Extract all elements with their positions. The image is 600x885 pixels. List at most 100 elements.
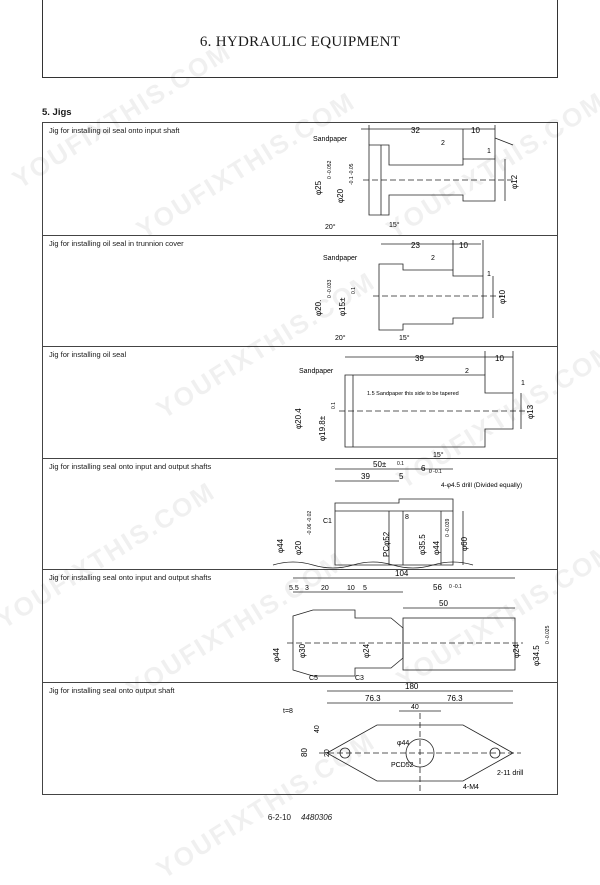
jig-row-6: Jig for installing seal onto output shaf… [43, 683, 557, 795]
dim-6: 6 [421, 464, 426, 473]
dim-40: 40 [411, 704, 419, 711]
dim-two: 2 [441, 140, 445, 147]
dim-s3: 20 [321, 585, 329, 592]
dim-5: 5 [399, 472, 404, 481]
dim-dia20-tol: -0.06 -0.02 [307, 511, 313, 535]
dim-dia35: φ35.5 [418, 534, 427, 555]
jig-label: Jig for installing oil seal in trunnion … [49, 239, 184, 248]
dim-s6: 56 [433, 583, 442, 592]
dim-two: 2 [431, 255, 435, 262]
jig-row-5: Jig for installing seal onto input and o… [43, 570, 557, 683]
dim-dia-big-tol: 0 -0.052 [327, 160, 333, 179]
dim-8: 8 [405, 514, 409, 521]
dim-6-tol: 0 -0.1 [429, 469, 442, 475]
dim-angle1: 20° [335, 334, 346, 342]
dim-dia-mid-tol: 0.1 [351, 287, 357, 294]
page-title: 6. HYDRAULIC EQUIPMENT [199, 34, 401, 50]
dim-80: 80 [300, 748, 309, 757]
dim-dia-mid: φ15± [338, 297, 347, 316]
dim-dia44: φ44 [276, 538, 285, 553]
dim-angle1: 20° [325, 223, 336, 231]
jig-label: Jig for installing oil seal onto input s… [49, 126, 180, 135]
dim-dia-small: φ10 [498, 289, 507, 304]
holes-note: 4-φ4.5 drill (Divided equally) [441, 482, 522, 489]
dim-dia-mid: φ19.8± [318, 415, 327, 441]
dim-dia-big: φ25 [314, 180, 323, 195]
dim-dia-small: φ13 [526, 404, 535, 419]
chamfer-c5: C5 [309, 675, 318, 682]
dim-step: 10 [471, 126, 480, 135]
dim-two: 2 [465, 368, 469, 375]
dim-dia44b: φ44 [432, 540, 441, 555]
dim-dia-small: φ12 [510, 174, 519, 189]
dim-one: 1 [521, 380, 525, 387]
dim-dia-big: φ20. [314, 300, 323, 316]
dim-length: 23 [411, 241, 420, 250]
jig-row-2: Jig for installing oil seal in trunnion … [43, 236, 557, 347]
dim-dia-big: φ20.4 [294, 408, 303, 429]
jigs-table: Jig for installing oil seal onto input s… [42, 122, 558, 795]
dim-step: 10 [459, 241, 468, 250]
dim-76a: 76.3 [365, 694, 381, 703]
thickness: t=8 [283, 708, 293, 715]
jig-drawing-2: 23 10 2 1 Sandpaper φ20. 0 -0.033 φ15± 0… [314, 240, 507, 342]
dim-total: 180 [405, 683, 419, 691]
dim-total: 104 [395, 570, 409, 578]
dim-dia44: φ44 [397, 740, 409, 747]
dim-dia24b: φ24 [512, 643, 521, 658]
dim-dia44b-tol: 0 -0.039 [445, 518, 451, 537]
dim-s4: 10 [347, 585, 355, 592]
jig-drawing-4: 50± 0.1 39 5 6 0 -0.1 4-φ4.5 drill (Divi… [272, 460, 522, 569]
dim-dia44: φ44 [272, 647, 281, 662]
dim-40v: 40 [314, 725, 321, 733]
dim-angle2: 15° [433, 451, 444, 459]
dim-dia-big-tol: 0 -0.033 [327, 279, 333, 298]
jig-drawing-3: 39 10 2 1 Sandpaper 1.5 Sandpaper this s… [294, 351, 535, 459]
sandpaper-label: Sandpaper [299, 368, 334, 375]
dim-s2: 3 [305, 585, 309, 592]
dim-one: 1 [487, 271, 491, 278]
dim-pc52: PCφ52 [382, 531, 391, 557]
jig-label: Jig for installing oil seal [49, 350, 127, 359]
dim-step: 10 [495, 354, 504, 363]
dim-total: 50± [373, 460, 387, 469]
section-title: 5. Jigs [42, 107, 72, 118]
dim-angle2: 15° [399, 334, 410, 342]
dim-20: 20 [324, 749, 331, 757]
dim-length: 39 [415, 354, 424, 363]
jig-drawing-1: 32 10 2 1 Sandpaper φ25 0 -0.052 φ20 -0.… [313, 125, 519, 231]
dim-s5: 5 [363, 585, 367, 592]
jig-row-1: Jig for installing oil seal onto input s… [43, 123, 557, 236]
dim-76b: 76.3 [447, 694, 463, 703]
dim-one: 1 [487, 148, 491, 155]
dim-s1: 5.5 [289, 585, 299, 592]
jig-label: Jig for installing seal onto input and o… [49, 462, 212, 471]
drill-note: 2-11 drill [497, 770, 524, 777]
jig-drawing-5: 104 5.5 3 20 10 5 56 0 -0.1 50 φ44 φ30 φ… [272, 570, 551, 682]
dim-length: 32 [411, 126, 420, 135]
dim-s6-tol: 0 -0.1 [449, 584, 462, 590]
dim-dia-mid: φ20 [336, 188, 345, 203]
dim-39: 39 [361, 472, 370, 481]
dim-dia-mid-tol: -0.1 -0.05 [349, 163, 355, 185]
chamfer-c3: C3 [355, 675, 364, 682]
dim-dia-mid-tol: 0.1 [331, 402, 337, 409]
jig-label: Jig for installing seal onto output shaf… [49, 686, 175, 695]
jig-drawing-6: t=8 180 76.3 76.3 40 40 80 20 φ44 PCD52 … [283, 683, 524, 793]
header-box: 6. HYDRAULIC EQUIPMENT [42, 0, 558, 78]
dim-dia30: φ30 [298, 643, 307, 658]
dim-pcd: PCD52 [391, 762, 414, 769]
note-tapered: 1.5 Sandpaper this side to be tapered [367, 391, 459, 397]
jig-row-3: Jig for installing oil seal 39 10 2 1 Sa… [43, 347, 557, 459]
dim-total-tol: 0.1 [397, 461, 404, 467]
jig-label: Jig for installing seal onto input and o… [49, 573, 212, 582]
dim-dia60: φ60 [460, 536, 469, 551]
sandpaper-label: Sandpaper [323, 255, 358, 262]
page-number: 6-2-10 [267, 813, 291, 822]
chamfer-c1: C1 [323, 518, 332, 525]
jig-row-4: Jig for installing seal onto input and o… [43, 459, 557, 570]
sandpaper-label: Sandpaper [313, 136, 348, 143]
dim-dia24: φ24 [362, 643, 371, 658]
dim-dia34: φ34.5 [532, 645, 541, 666]
